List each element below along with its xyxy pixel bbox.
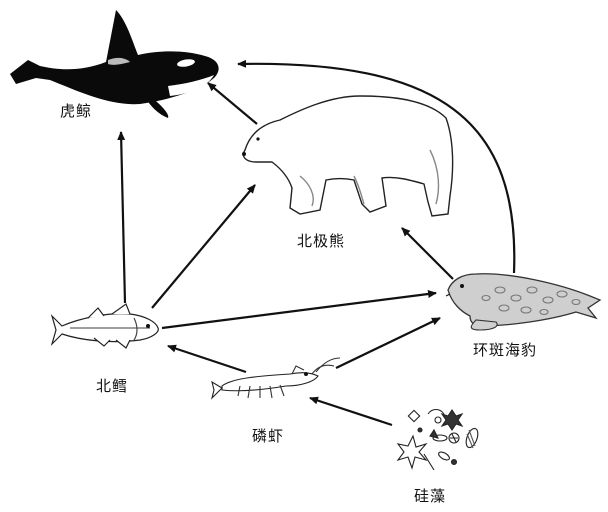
- arrow-cod-to-orca: [121, 132, 125, 303]
- arrow-diatom-to-krill: [310, 398, 392, 425]
- label-arctic-cod: 北鳕: [96, 375, 128, 396]
- arrow-bear-to-orca: [208, 83, 257, 124]
- label-diatoms: 硅藻: [414, 485, 446, 506]
- diatom-star: [398, 436, 426, 468]
- arrow-seal-to-bear: [402, 228, 453, 279]
- label-orca: 虎鲸: [60, 100, 92, 121]
- orca-illustration: [10, 10, 219, 118]
- label-polar-bear: 北极熊: [297, 230, 345, 251]
- arrow-cod-to-seal: [162, 293, 436, 328]
- arrow-krill-to-cod: [168, 346, 246, 372]
- polar-bear-illustration: [242, 96, 453, 216]
- arctic-cod-illustration: [52, 304, 158, 348]
- arrow-cod-to-bear: [152, 185, 255, 308]
- krill-illustration: [212, 358, 340, 398]
- diatoms-illustration: [398, 410, 480, 471]
- ringed-seal-illustration: [446, 274, 600, 330]
- label-ringed-seal: 环斑海豹: [473, 339, 537, 360]
- arrow-krill-to-seal: [336, 318, 440, 368]
- label-krill: 磷虾: [252, 425, 284, 446]
